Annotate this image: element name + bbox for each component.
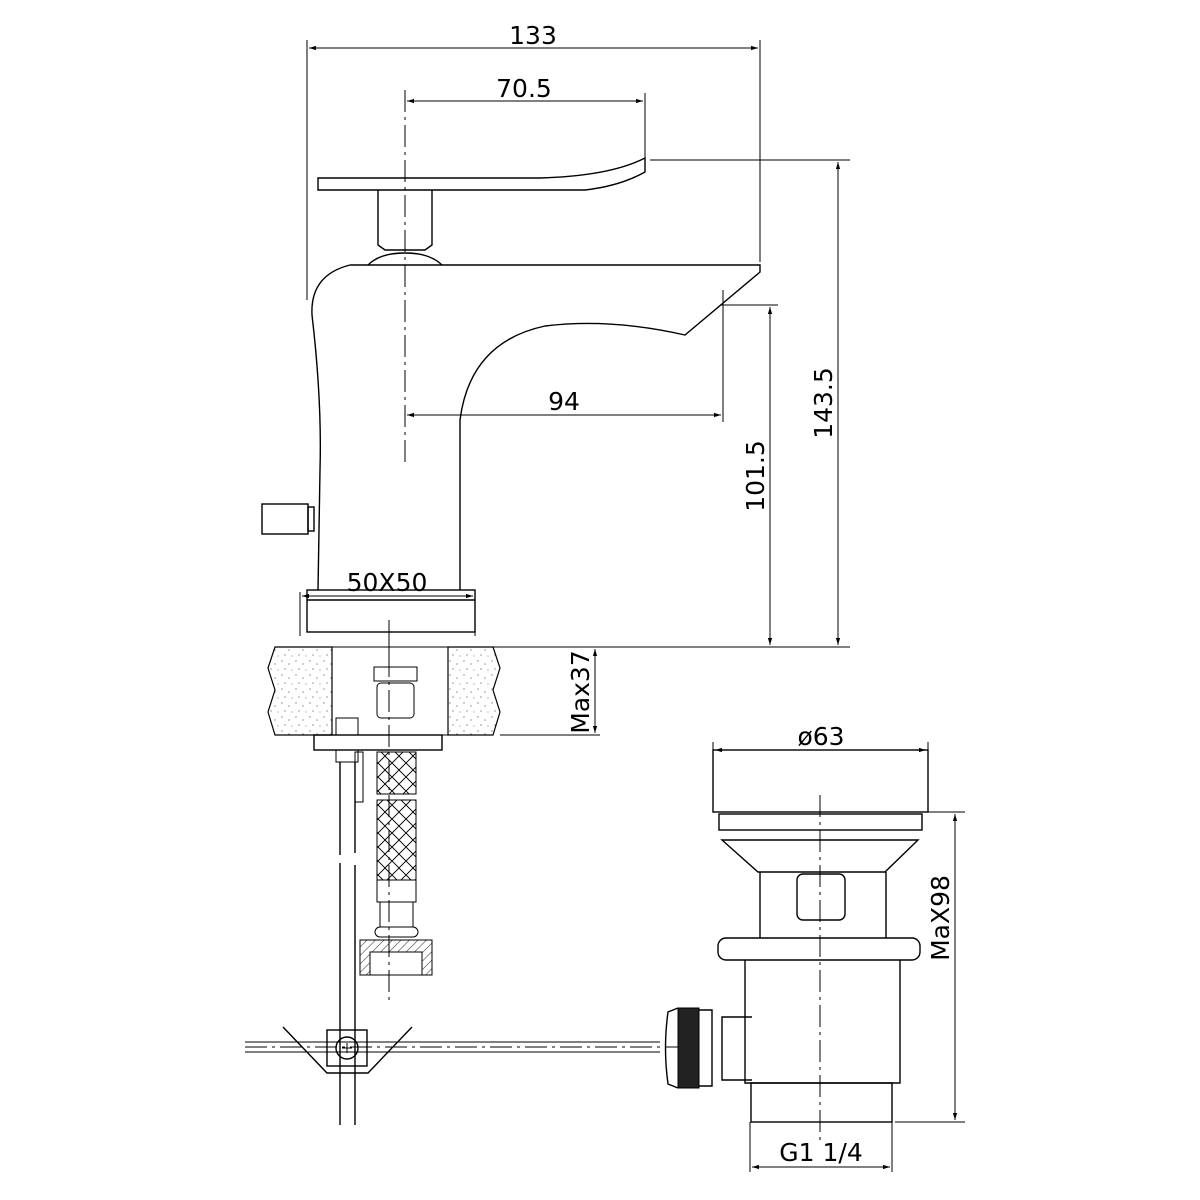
- pop-up-knob: [261, 503, 309, 535]
- clamp: [326, 1029, 368, 1067]
- lever-handle: [317, 156, 646, 191]
- dim-spout-reach: 94: [548, 387, 580, 416]
- dim-drain-height: MaX98: [926, 875, 955, 961]
- dim-max-counter: Max37: [566, 650, 595, 734]
- dimensions: 133 70.5 94 50X50 143.5 101.5 Max37 ø63 …: [299, 21, 965, 1172]
- drain-assembly: [664, 749, 929, 1123]
- dim-drain-diameter: ø63: [797, 722, 844, 751]
- dim-spout-height: 101.5: [741, 440, 770, 512]
- knurled-nut: [677, 1007, 700, 1089]
- countertop-section: [267, 646, 600, 751]
- spout-outline: [350, 264, 761, 590]
- faucet-body: [261, 156, 850, 648]
- pop-up-rod: [245, 717, 690, 1125]
- dim-overall-width: 133: [509, 21, 557, 50]
- supply-hose: [359, 635, 433, 976]
- body-back: [311, 264, 351, 591]
- dim-base-size: 50X50: [347, 568, 428, 597]
- dim-overall-height: 143.5: [809, 367, 838, 439]
- handle-base-cap: [367, 252, 443, 266]
- dim-handle-offset: 70.5: [496, 74, 552, 103]
- mounting-plate: [313, 734, 443, 751]
- dim-drain-thread: G1 1/4: [779, 1138, 862, 1167]
